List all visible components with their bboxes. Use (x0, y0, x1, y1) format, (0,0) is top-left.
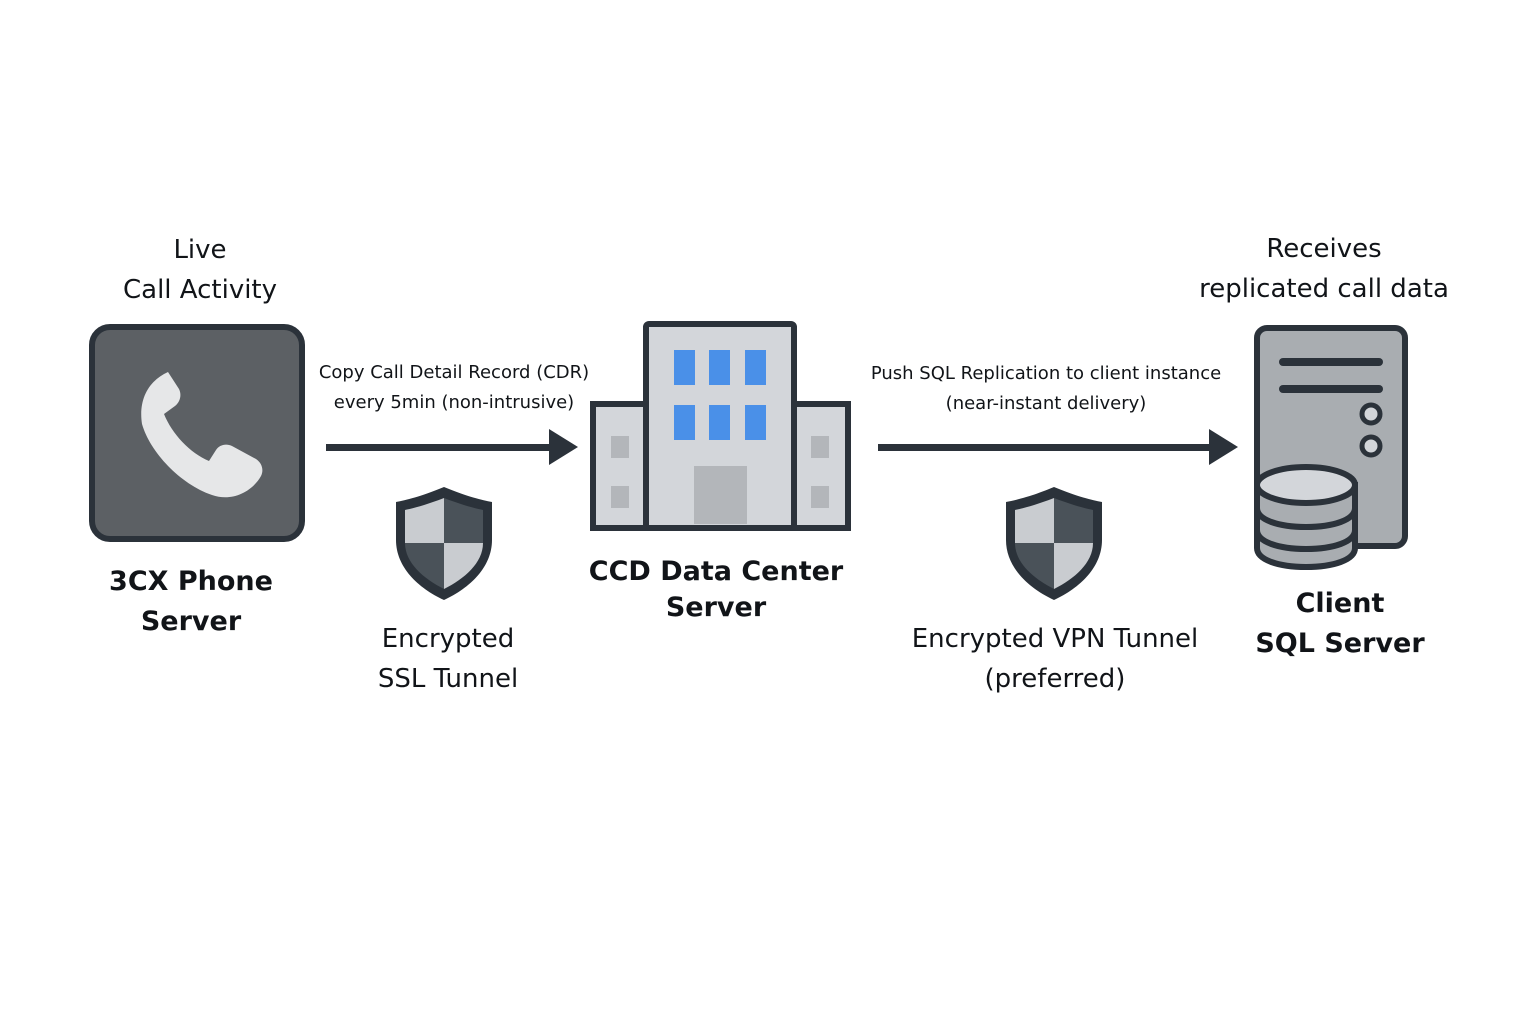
phone-server-name: 3CX Phone Server (109, 562, 273, 642)
ssl-arrow (326, 429, 578, 465)
client-top-label: Receives replicated call data (1199, 229, 1449, 309)
phone-top-label: Live Call Activity (123, 230, 277, 310)
data-center-building-icon (590, 321, 851, 531)
datacenter-name-line1: CCD Data Center (588, 556, 844, 587)
phone-top-label-line2: Call Activity (122, 275, 278, 305)
ssl-note-line1: Copy Call Detail Record (CDR) (318, 362, 590, 383)
vpn-arrow (878, 429, 1238, 465)
datacenter-name-line2: Server (665, 592, 767, 623)
database-icon (1254, 464, 1358, 571)
phone-server-name-line1: 3CX Phone (109, 566, 273, 597)
client-top-label-line2: replicated call data (1199, 274, 1449, 304)
ssl-tunnel-label: Encrypted SSL Tunnel (378, 619, 518, 699)
vpn-shield-icon (1006, 487, 1102, 600)
phone-server-icon (89, 324, 305, 542)
vpn-note-line1: Push SQL Replication to client instance (870, 363, 1222, 384)
ssl-tunnel-line2: SSL Tunnel (377, 664, 519, 694)
vpn-tunnel-line1: Encrypted VPN Tunnel (911, 624, 1199, 654)
client-server-name-line1: Client (1295, 588, 1385, 619)
ssl-tunnel-line1: Encrypted (381, 624, 515, 654)
vpn-note: Push SQL Replication to client instance … (871, 359, 1221, 419)
client-server-name-line2: SQL Server (1255, 628, 1425, 659)
phone-server-name-line2: Server (140, 606, 242, 637)
ssl-shield-icon (396, 487, 492, 600)
sql-server-icon (1254, 325, 1408, 571)
ssl-note: Copy Call Detail Record (CDR) every 5min… (319, 358, 589, 418)
client-server-name: Client SQL Server (1255, 584, 1424, 664)
client-top-label-line1: Receives (1266, 234, 1382, 264)
vpn-note-line2: (near-instant delivery) (945, 393, 1147, 414)
phone-top-label-line1: Live (173, 235, 227, 265)
vpn-tunnel-line2: (preferred) (984, 664, 1126, 694)
vpn-tunnel-label: Encrypted VPN Tunnel (preferred) (912, 619, 1199, 699)
ssl-note-line2: every 5min (non-intrusive) (333, 392, 575, 413)
datacenter-name: CCD Data Center Server (589, 554, 843, 626)
